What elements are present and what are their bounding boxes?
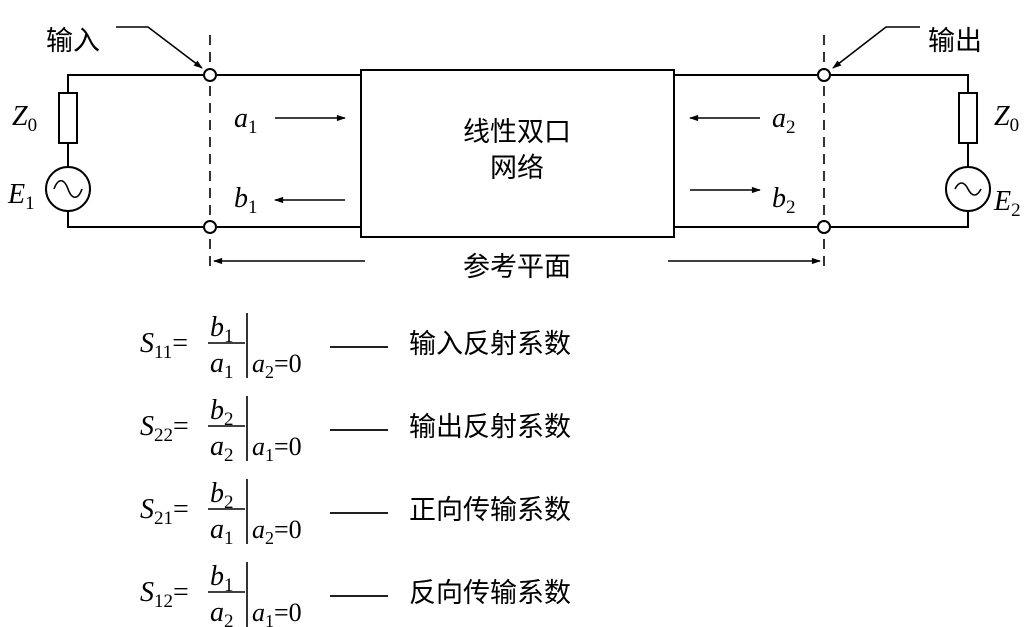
denominator: a2 [210,597,234,627]
left-source-circuit [45,74,203,228]
numerator: b2 [210,395,234,430]
left-source-label: E1 [7,179,35,214]
output-pointer-arrow [832,26,920,69]
right-source-circuit [831,74,991,228]
left-bottom-wire [67,211,203,228]
right-source-label: E2 [993,186,1021,221]
right-impedance-resistor [958,92,978,144]
denominator: a2 [210,431,234,466]
output-terminal-top [817,68,831,82]
network-label-line1: 线性双口 [463,117,571,148]
output-label: 输出 [928,26,982,57]
reference-plane-label: 参考平面 [463,252,571,283]
wave-a1-label: a1 [234,103,258,138]
input-label: 输入 [46,26,100,57]
formula-row: S11= b1 a1 a2=0 输入反射系数 [140,312,571,383]
network-box [360,69,675,238]
formula-description: 输入反射系数 [409,329,571,360]
numerator: b2 [210,478,234,513]
wave-b2-label: b2 [772,183,796,218]
formula-row: S22= b2 a2 a1=0 输出反射系数 [140,395,571,466]
condition: a2=0 [252,515,302,548]
network-label-line2: 网络 [490,153,544,184]
formula-description: 输出反射系数 [409,412,571,443]
right-bottom-wire [831,211,969,228]
right-impedance-label: Z0 [994,101,1019,136]
input-pointer-arrow [116,26,203,69]
numerator: b1 [210,561,234,596]
left-impedance-label: Z0 [12,101,37,136]
denominator: a1 [210,514,234,549]
right-top-wire [831,74,969,93]
numerator: b1 [210,312,234,347]
input-terminal-bottom [203,220,217,234]
output-terminal-bottom [817,220,831,234]
formula-row: S12= b1 a2 a1=0 反向传输系数 [140,561,571,627]
wave-a2-label: a2 [772,103,796,138]
condition: a1=0 [252,432,302,465]
s-parameter-symbol: S22= [140,411,189,446]
formula-description: 反向传输系数 [409,578,571,609]
input-terminal-top [203,68,217,82]
formula-row: S21= b2 a1 a2=0 正向传输系数 [140,478,571,549]
formula-description: 正向传输系数 [409,495,571,526]
s-parameter-symbol: S11= [140,328,188,363]
right-sine-icon [954,182,982,196]
left-impedance-resistor [58,92,78,144]
s-parameter-symbol: S12= [140,577,189,612]
s-parameter-symbol: S21= [140,494,189,529]
wave-b1-label: b1 [234,183,258,218]
condition: a1=0 [252,598,302,627]
s-parameter-formulas: S11= b1 a1 a2=0 输入反射系数 S22= b2 a2 a1=0 输… [140,312,571,627]
left-top-wire [67,74,203,93]
left-sine-icon [53,179,83,199]
denominator: a1 [210,348,234,383]
condition: a2=0 [252,349,302,382]
